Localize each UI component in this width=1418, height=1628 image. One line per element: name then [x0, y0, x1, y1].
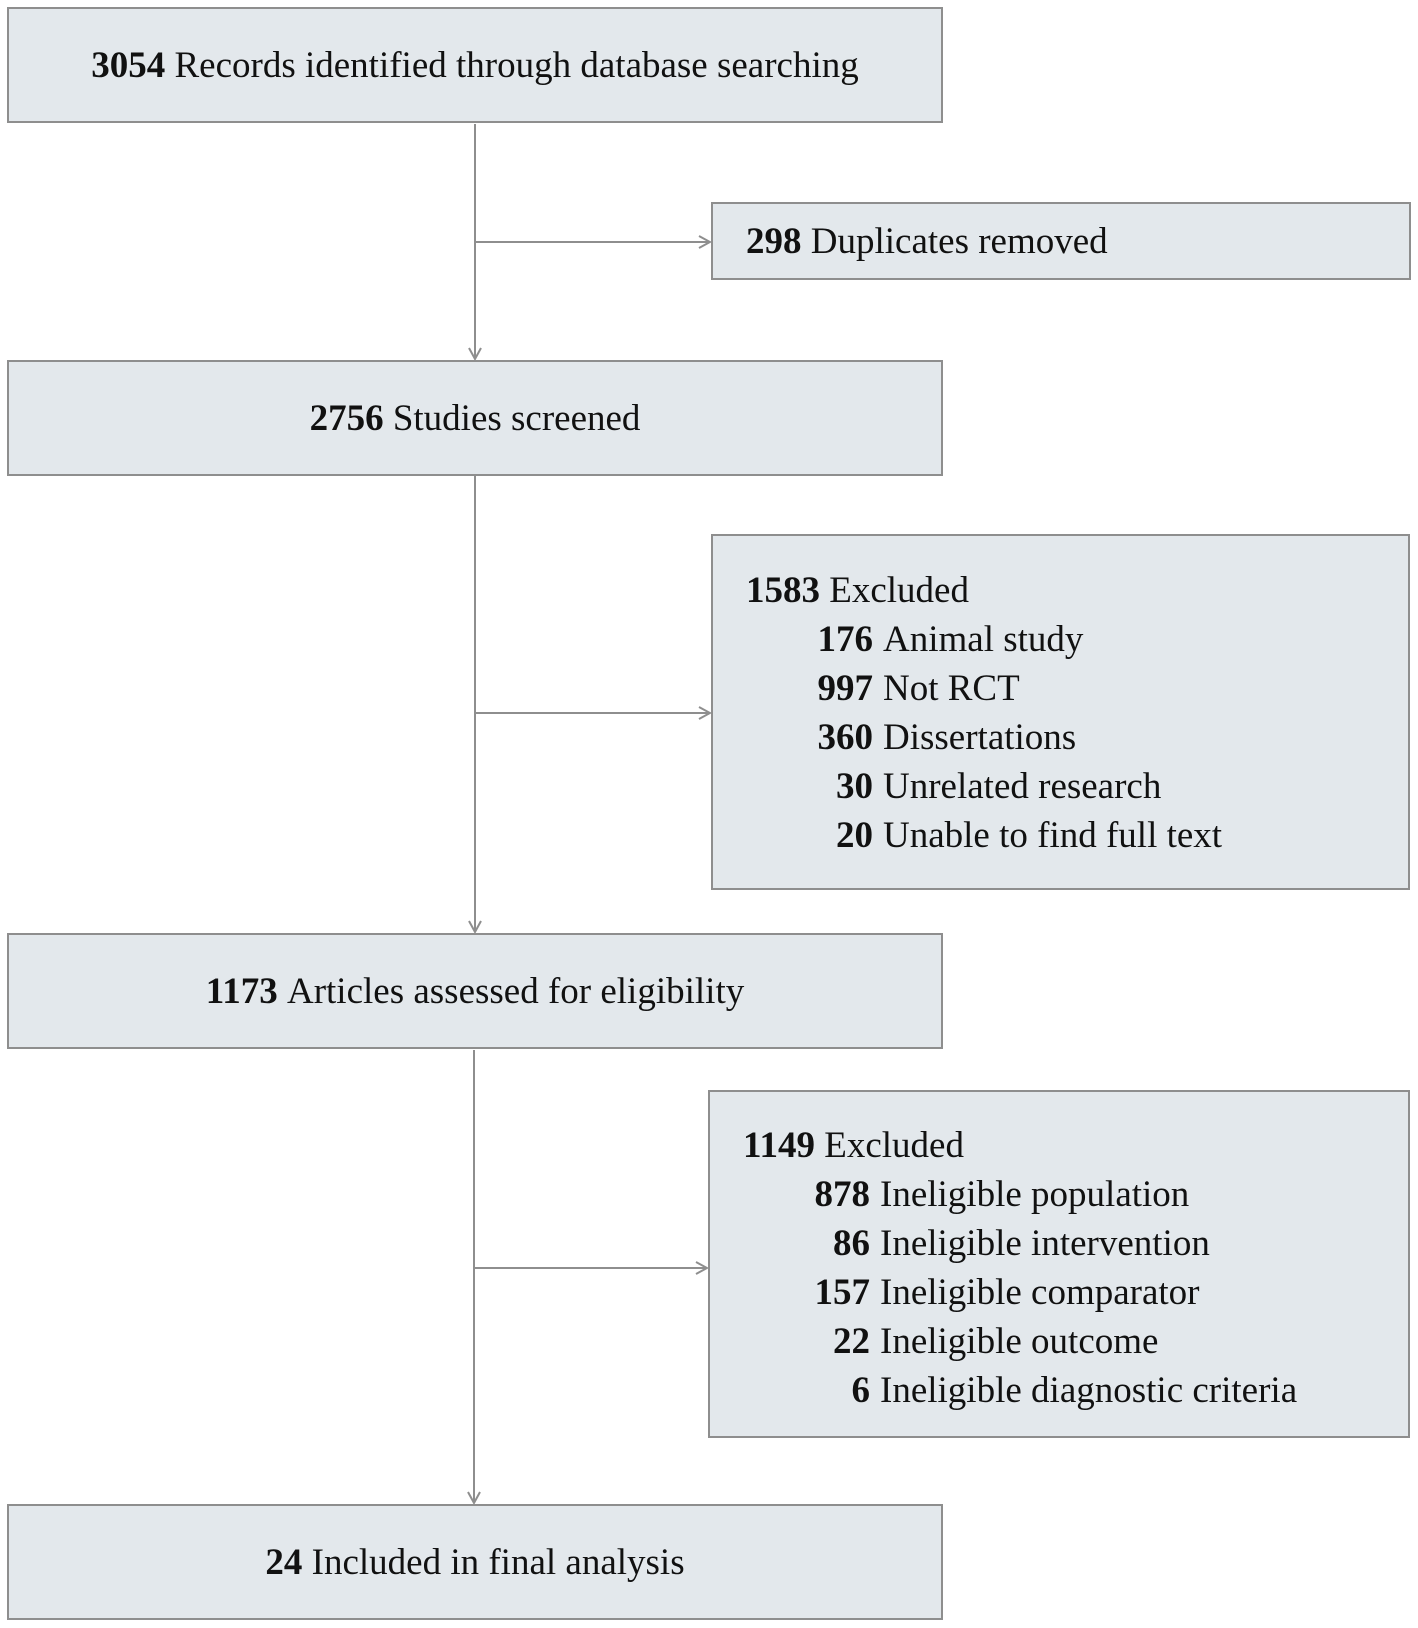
excluded-screening-count: 1583 — [746, 570, 820, 611]
duplicates-removed-box: 298 Duplicates removed — [711, 202, 1411, 280]
studies-screened-label: Studies screened — [392, 397, 641, 439]
reason-count: 997 — [817, 668, 874, 709]
duplicates-removed-label: Duplicates removed — [810, 221, 1108, 262]
articles-assessed-count: 1173 — [205, 970, 278, 1012]
reason-count: 20 — [836, 815, 873, 856]
reason-label: Ineligible intervention — [880, 1223, 1210, 1264]
included-final-box: 24 Included in final analysis — [7, 1504, 943, 1620]
reason-label: Ineligible outcome — [880, 1321, 1159, 1362]
reason-count: 878 — [814, 1174, 871, 1215]
reason-count: 86 — [833, 1223, 870, 1264]
included-final-label: Included in final analysis — [311, 1541, 685, 1583]
records-identified-label: Records identified through database sear… — [174, 44, 859, 86]
records-identified-box: 3054 Records identified through database… — [7, 7, 943, 123]
reason-label: Dissertations — [883, 717, 1077, 758]
excluded-eligibility-heading: 1149 Excluded — [743, 1124, 964, 1167]
reason-count: 30 — [836, 766, 873, 807]
reason-count: 176 — [817, 619, 874, 660]
duplicates-removed-count: 298 — [746, 221, 802, 262]
reason-count: 6 — [851, 1370, 871, 1411]
records-identified-count: 3054 — [91, 44, 166, 86]
reason-label: Unable to find full text — [883, 815, 1223, 856]
duplicates-removed-text: 298 Duplicates removed — [746, 220, 1108, 263]
included-final-count: 24 — [265, 1541, 303, 1583]
reason-label: Not RCT — [883, 668, 1020, 709]
reason-label: Ineligible diagnostic criteria — [880, 1370, 1298, 1411]
reason-count: 22 — [833, 1321, 870, 1362]
studies-screened-box: 2756 Studies screened — [7, 360, 943, 476]
articles-assessed-box: 1173 Articles assessed for eligibility — [7, 933, 943, 1049]
excluded-eligibility-label: Excluded — [824, 1125, 964, 1166]
articles-assessed-label: Articles assessed for eligibility — [286, 970, 745, 1012]
studies-screened-count: 2756 — [309, 397, 384, 439]
reason-count: 157 — [814, 1272, 871, 1313]
excluded-screening-heading: 1583 Excluded — [746, 569, 969, 612]
excluded-screening-label: Excluded — [829, 570, 969, 611]
excluded-eligibility-count: 1149 — [743, 1125, 815, 1166]
reason-label: Ineligible comparator — [880, 1272, 1200, 1313]
reason-label: Animal study — [883, 619, 1084, 660]
reason-label: Ineligible population — [880, 1174, 1190, 1215]
reason-label: Unrelated research — [883, 766, 1162, 807]
reason-count: 360 — [817, 717, 874, 758]
